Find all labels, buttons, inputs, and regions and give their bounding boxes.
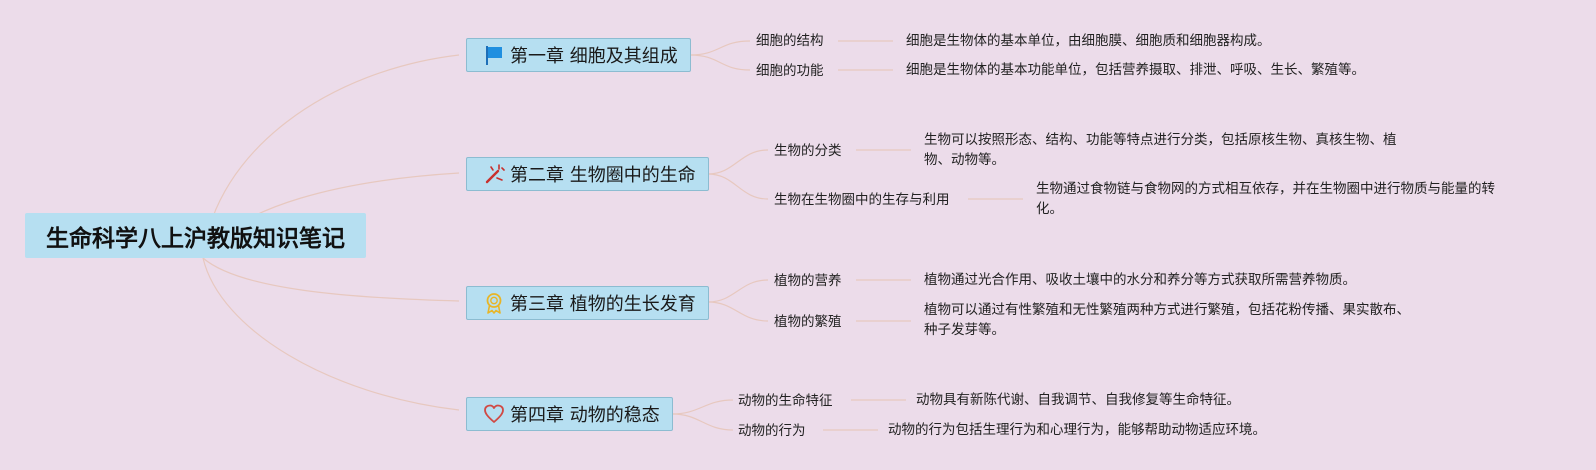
- root-node[interactable]: 生命科学八上沪教版知识笔记: [25, 213, 366, 258]
- chapter-title: 第二章 生物圈中的生命: [510, 165, 696, 186]
- topic-detail: 生物通过食物链与食物网的方式相互依存，并在生物圈中进行物质与能量的转化。: [1036, 181, 1495, 217]
- topic-detail: 生物可以按照形态、结构、功能等特点进行分类，包括原核生物、真核生物、植物、动物等…: [924, 132, 1397, 168]
- connector-ch4-t2: [671, 413, 734, 431]
- topic-detail: 动物的行为包括生理行为和心理行为，能够帮助动物适应环境。: [888, 422, 1266, 438]
- topic-label[interactable]: 细胞的功能: [756, 63, 824, 79]
- connector-ch1-t2: [689, 54, 751, 71]
- topic-label[interactable]: 植物的营养: [774, 273, 842, 289]
- connector-root-ch3: [202, 257, 460, 302]
- chapter-node-1[interactable]: 第一章 细胞及其组成: [466, 38, 691, 72]
- topic-detail: 细胞是生物体的基本单位，由细胞膜、细胞质和细胞器构成。: [906, 33, 1271, 49]
- topic-detail: 细胞是生物体的基本功能单位，包括营养摄取、排泄、呼吸、生长、繁殖等。: [906, 62, 1365, 78]
- connector-ch1-t1: [689, 40, 751, 56]
- topic-label[interactable]: 生物在生物圈中的生存与利用: [774, 192, 950, 208]
- topic-detail: 动物具有新陈代谢、自我调节、自我修复等生命特征。: [916, 392, 1240, 408]
- connector-root-ch4: [202, 257, 460, 411]
- connector-ch2-t2: [707, 173, 769, 200]
- chapter-title: 第一章 细胞及其组成: [510, 46, 678, 67]
- connector-ch4-t1: [671, 399, 734, 415]
- topic-label[interactable]: 动物的行为: [738, 423, 806, 439]
- flag-icon: [483, 44, 505, 66]
- root-title: 生命科学八上沪教版知识笔记: [46, 225, 345, 252]
- connector-ch3-t2: [707, 301, 769, 322]
- chapter-node-4[interactable]: 第四章 动物的稳态: [466, 397, 673, 431]
- topic-label[interactable]: 生物的分类: [774, 143, 842, 159]
- topic-label[interactable]: 细胞的结构: [756, 33, 824, 49]
- chapter-title: 第四章 动物的稳态: [510, 405, 660, 426]
- chapter-node-3[interactable]: 第三章 植物的生长发育: [466, 286, 709, 320]
- connector-ch3-t1: [707, 279, 769, 303]
- heart-icon: [483, 403, 505, 425]
- award-medal-icon: [483, 292, 505, 314]
- connector-ch2-t1: [707, 149, 769, 175]
- chapter-title: 第三章 植物的生长发育: [510, 294, 696, 315]
- topic-detail: 植物通过光合作用、吸收土壤中的水分和养分等方式获取所需营养物质。: [924, 272, 1356, 288]
- sparkle-wand-icon: [483, 163, 505, 185]
- topic-label[interactable]: 植物的繁殖: [774, 314, 842, 330]
- topic-label[interactable]: 动物的生命特征: [738, 393, 833, 409]
- topic-detail: 植物可以通过有性繁殖和无性繁殖两种方式进行繁殖，包括花粉传播、果实散布、种子发芽…: [924, 302, 1410, 338]
- chapter-node-2[interactable]: 第二章 生物圈中的生命: [466, 157, 709, 191]
